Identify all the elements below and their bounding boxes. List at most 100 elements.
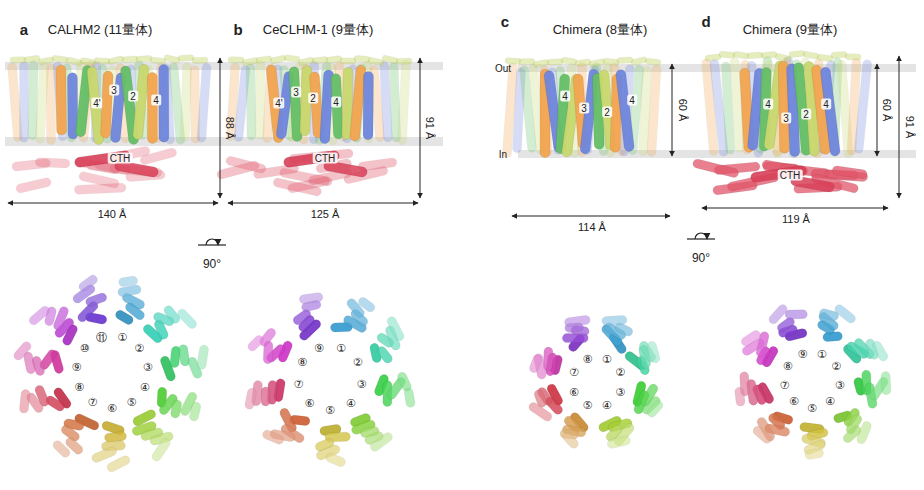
helix-cylinder <box>804 448 824 460</box>
helix-cylinder <box>519 59 535 65</box>
label: ③ <box>143 361 153 373</box>
rotation-axis <box>198 244 226 245</box>
helix-cylinder <box>51 439 72 459</box>
rotation-arrow <box>695 233 707 239</box>
helix-cylinder <box>692 158 740 178</box>
label: ⑥ <box>107 402 117 414</box>
helix-cylinder <box>244 387 257 410</box>
helix-cylinder <box>19 61 28 142</box>
label: ⑪ <box>96 331 107 343</box>
helix-cylinder <box>734 387 745 407</box>
label: 90° <box>203 258 221 271</box>
label: 119 Å <box>782 213 810 225</box>
label: ④ <box>140 381 150 393</box>
label: ⑤ <box>127 396 137 408</box>
helix-cylinder <box>284 55 301 63</box>
label: CTH <box>108 153 133 164</box>
label: 4 <box>627 95 637 106</box>
helix-cylinder <box>246 64 256 140</box>
helix-cylinder <box>363 61 373 143</box>
helix-cylinder <box>331 73 344 139</box>
helix-cylinder <box>386 315 406 342</box>
helix-cylinder <box>122 56 138 63</box>
helix-cylinder <box>192 57 208 63</box>
label: ⑥ <box>789 395 799 407</box>
dimension-arrow <box>899 56 900 198</box>
helix-cylinder <box>10 57 26 64</box>
label: 2 <box>602 107 612 118</box>
membrane-band <box>5 62 916 158</box>
helix-cylinder <box>589 58 606 67</box>
helix-cylinder <box>176 307 199 330</box>
helix-cylinder <box>117 284 142 297</box>
helix-cylinder <box>369 431 395 453</box>
helix-cylinder <box>363 71 374 139</box>
helix-cylinder <box>575 59 592 67</box>
label: ① <box>817 348 827 360</box>
label: ② <box>831 360 841 372</box>
label: ① <box>602 353 612 365</box>
dimension-arrow <box>512 216 670 217</box>
helix-cylinder <box>12 340 33 362</box>
helix-cylinder <box>747 52 763 59</box>
protein-cartoon <box>7 50 891 473</box>
helix-cylinder <box>77 273 99 293</box>
helix-cylinder <box>645 58 662 66</box>
helix-cylinder <box>150 57 167 65</box>
label: 2 <box>308 93 318 104</box>
helix-cylinder <box>646 340 660 363</box>
helix-cylinder <box>789 50 806 58</box>
label: ⑧ <box>297 356 307 368</box>
helix-cylinder <box>340 58 356 64</box>
dimension-arrow <box>702 208 888 209</box>
helix-cylinder <box>216 160 260 180</box>
panel-title: CALHM2 (11量体) <box>48 23 153 37</box>
rotation-axis <box>687 238 715 239</box>
helix-cylinder <box>375 345 394 365</box>
helix-cylinder <box>845 54 861 60</box>
rotation-arrow <box>206 239 218 245</box>
helix-cylinder <box>871 340 890 363</box>
label: ⑨ <box>71 361 81 373</box>
label: 4 <box>331 97 341 108</box>
label: 125 Å <box>311 208 340 220</box>
helix-cylinder <box>133 64 150 140</box>
dimension-arrows <box>8 56 899 216</box>
helix-cylinder <box>396 58 412 65</box>
dimension-arrow <box>672 64 673 156</box>
helix-cylinder <box>197 63 212 143</box>
helix-cylinder <box>74 183 126 194</box>
label: ⑦ <box>294 378 304 390</box>
helix-cylinder <box>561 431 580 450</box>
helix-cylinder <box>602 315 628 325</box>
label: ③ <box>615 386 625 398</box>
helix-cylinder <box>189 401 202 422</box>
panel-letter: d <box>701 14 710 31</box>
label: ② <box>615 366 625 378</box>
helix-cylinder <box>108 146 151 163</box>
helix-cylinder <box>617 57 633 64</box>
label: ④ <box>825 395 835 407</box>
label: ① <box>336 342 346 354</box>
label: 2 <box>801 109 811 120</box>
label: 88 Å <box>224 117 236 140</box>
dimension-arrow <box>8 203 218 204</box>
label: ① <box>117 331 127 343</box>
panel-letter: a <box>20 22 28 39</box>
helix-cylinder <box>147 72 157 143</box>
label: ⑨ <box>797 348 807 360</box>
helix-cylinder <box>751 424 773 445</box>
helix-cylinder <box>299 292 324 304</box>
panel-title: CeCLHM-1 (9量体) <box>263 23 374 37</box>
helix-cylinder <box>547 59 563 66</box>
label: 60 Å <box>677 99 689 122</box>
helix-cylinder <box>118 276 138 287</box>
label: ② <box>353 356 363 368</box>
label: 2 <box>128 91 138 102</box>
helix-cylinder <box>831 51 847 58</box>
helix-cylinder <box>170 399 182 419</box>
helix-cylinder <box>855 420 872 445</box>
label: 3 <box>781 113 791 124</box>
label: Out <box>495 63 511 74</box>
